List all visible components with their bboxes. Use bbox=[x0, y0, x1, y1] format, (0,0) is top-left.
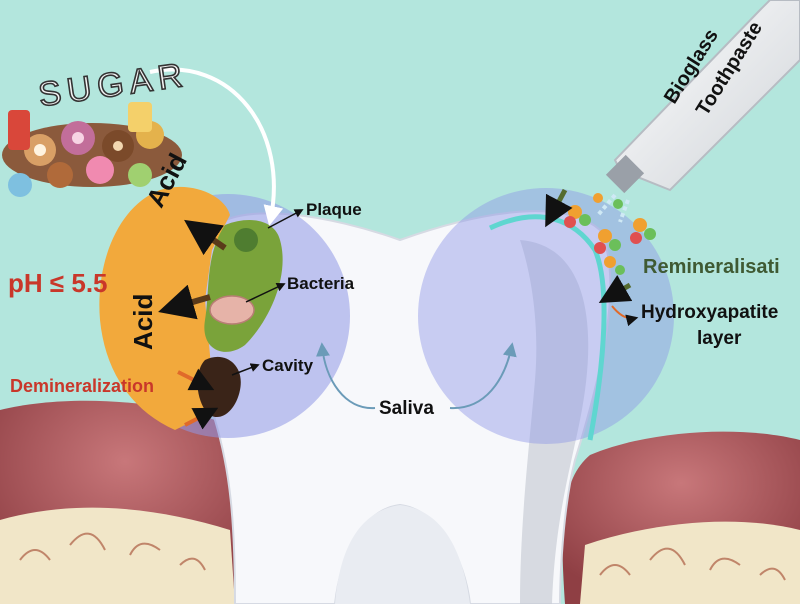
gum-right bbox=[562, 431, 800, 604]
acid-label-left: Acid bbox=[128, 293, 158, 350]
plaque-cell-icon bbox=[234, 228, 258, 252]
bacteria-label: Bacteria bbox=[287, 274, 355, 293]
curved-arrow-icon bbox=[149, 67, 284, 226]
cavity-label: Cavity bbox=[262, 356, 314, 375]
saliva-label: Saliva bbox=[379, 398, 434, 419]
saliva-arrow-right bbox=[449, 342, 517, 410]
demineralization-label: Demineralization bbox=[10, 376, 155, 396]
remineralisation-label: Remineralisati bbox=[643, 256, 780, 278]
left-magnifier bbox=[99, 186, 350, 438]
toothpaste-tube-icon bbox=[596, 0, 800, 223]
saliva-arrow-left bbox=[315, 342, 376, 410]
gum-left bbox=[0, 400, 250, 604]
bacteria-icon bbox=[209, 295, 255, 325]
ph-label: pH ≤ 5.5 bbox=[8, 268, 108, 298]
right-magnifier bbox=[418, 188, 674, 444]
candy-pile-icon bbox=[2, 102, 182, 197]
plaque-label: Plaque bbox=[306, 200, 362, 219]
hydroxyapatite-label: Hydroxyapatite bbox=[641, 302, 779, 323]
layer-label: layer bbox=[697, 328, 742, 349]
mineral-ion-cluster-icon bbox=[564, 193, 656, 275]
